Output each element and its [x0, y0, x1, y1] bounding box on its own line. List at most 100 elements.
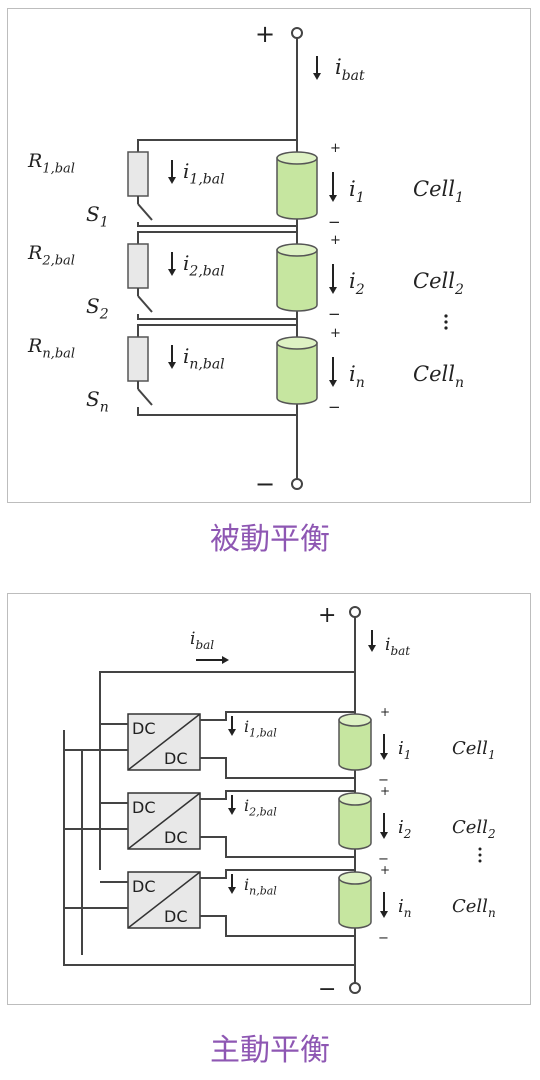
battery-cell-1-cap — [276, 151, 318, 165]
dc-right-top-2 — [200, 790, 355, 800]
plus-sign: + — [255, 20, 275, 48]
i-bat-label-active: ibat — [385, 635, 410, 658]
branch-bottom-1 — [137, 222, 297, 227]
dc-right-bottom-2 — [200, 836, 355, 858]
cell-current-arrow-2 — [329, 287, 337, 294]
dc-converter-diagonal-1 — [127, 713, 201, 771]
cell-name-active-3: Celln — [452, 896, 496, 920]
branch-top-3 — [137, 324, 297, 337]
cell-current-arrow-active-3 — [380, 911, 388, 918]
i-bal-label-2: i2,bal — [244, 796, 277, 818]
battery-cell-3-cap — [276, 336, 318, 350]
i-bat-arrow — [313, 73, 321, 80]
ellipsis-dot-1 — [444, 314, 448, 318]
cell-current-label-active-3: in — [398, 896, 412, 920]
i-bal-arrow-1 — [228, 729, 236, 736]
battery-cell-active-2 — [338, 798, 372, 850]
cell-name-2: Cell2 — [413, 269, 464, 298]
ellipsis-dot-active-2 — [478, 853, 482, 857]
i-bal-arrow-3 — [168, 362, 176, 369]
battery-cell-active-2-cap — [338, 792, 372, 806]
branch-bottom-2 — [137, 314, 297, 320]
dc-in-label-3: DC — [132, 877, 156, 896]
switch-1 — [137, 203, 153, 221]
ellipsis-dot-2 — [444, 320, 448, 324]
i-bal-arrow — [222, 656, 229, 664]
cell-current-label-2: i2 — [349, 269, 365, 298]
cell-name-active-1: Cell1 — [452, 738, 496, 762]
plus-sign-active: + — [318, 603, 336, 628]
cell-plus-2: + — [330, 233, 341, 248]
resistor-label-3: Rn,bal — [27, 335, 75, 361]
i-bat-arrow-active — [368, 645, 376, 652]
dc-right-bottom-1 — [200, 757, 355, 779]
i-bal-arrow-1 — [168, 177, 176, 184]
cell-current-label-active-2: i2 — [398, 817, 411, 841]
cell-minus-2: − — [328, 305, 341, 323]
battery-cell-3 — [276, 342, 318, 405]
cell-name-1: Cell1 — [413, 177, 464, 206]
battery-cell-2 — [276, 249, 318, 312]
i-bat-label: ibat — [335, 55, 365, 84]
switch-2 — [137, 295, 153, 313]
cell-current-arrow-active-2 — [380, 832, 388, 839]
i-bal-label-1: i1,bal — [183, 159, 225, 188]
resistor-label-1: R1,bal — [27, 150, 75, 176]
cell-current-arrow-active-1 — [380, 753, 388, 760]
battery-cell-2-cap — [276, 243, 318, 257]
i-bal-label-2: i2,bal — [183, 251, 225, 280]
i-bal-arrow-2 — [228, 808, 236, 815]
cell-plus-3: + — [330, 326, 341, 341]
cell-minus-active-1: − — [378, 773, 389, 788]
passive-balancing-caption: 被動平衡 — [210, 522, 330, 557]
dc-converter-diagonal-2 — [127, 792, 201, 850]
battery-cell-active-3 — [338, 877, 372, 929]
branch-bottom-3 — [137, 407, 297, 416]
branch-top-2 — [137, 231, 297, 244]
dc-right-top-3 — [200, 869, 355, 879]
minus-sign-active: − — [318, 977, 336, 1002]
outer-bus-bottom — [63, 730, 355, 966]
minus-sign: − — [255, 470, 275, 498]
dc-out-label-1: DC — [164, 749, 188, 768]
resistor-label-2: R2,bal — [27, 242, 75, 268]
cell-current-label-active-1: i1 — [398, 738, 411, 762]
switch-label-3: Sn — [86, 387, 109, 416]
resistor-1 — [127, 151, 149, 197]
passive-balancing-panel — [7, 8, 531, 503]
i-bal-label-3: in,bal — [244, 875, 277, 897]
battery-cell-active-1 — [338, 719, 372, 771]
switch-label-2: S2 — [86, 294, 109, 323]
battery-cell-active-1-cap — [338, 713, 372, 727]
cell-minus-3: − — [328, 398, 341, 416]
cell-plus-1: + — [330, 141, 341, 156]
dc-in-label-1: DC — [132, 719, 156, 738]
active-balancing-caption: 主動平衡 — [210, 1033, 330, 1068]
positive-terminal-active — [349, 606, 361, 618]
cell-current-label-3: in — [349, 362, 365, 391]
cell-name-3: Celln — [413, 362, 464, 391]
negative-terminal — [291, 478, 303, 490]
branch-top-1 — [137, 139, 297, 152]
resistor-3 — [127, 336, 149, 382]
negative-terminal-active — [349, 982, 361, 994]
i-bal-label-active: ibal — [190, 629, 214, 652]
i-bal-arrow-3 — [228, 887, 236, 894]
i-bal-label-1: i1,bal — [244, 717, 277, 739]
dc-right-top-1 — [200, 711, 355, 721]
cell-plus-active-1: + — [380, 705, 390, 719]
battery-cell-1 — [276, 157, 318, 220]
dc-in-label-2: DC — [132, 798, 156, 817]
dc-out-label-2: DC — [164, 828, 188, 847]
cell-minus-1: − — [328, 213, 341, 231]
switch-label-1: S1 — [86, 202, 109, 231]
resistor-2 — [127, 243, 149, 289]
cell-plus-active-3: + — [380, 863, 390, 877]
cell-current-label-1: i1 — [349, 177, 365, 206]
cell-name-active-2: Cell2 — [452, 817, 496, 841]
i-bal-label-3: in,bal — [183, 344, 225, 373]
dc-converter-diagonal-3 — [127, 871, 201, 929]
i-bal-arrow-2 — [168, 269, 176, 276]
ellipsis-dot-3 — [444, 326, 448, 330]
